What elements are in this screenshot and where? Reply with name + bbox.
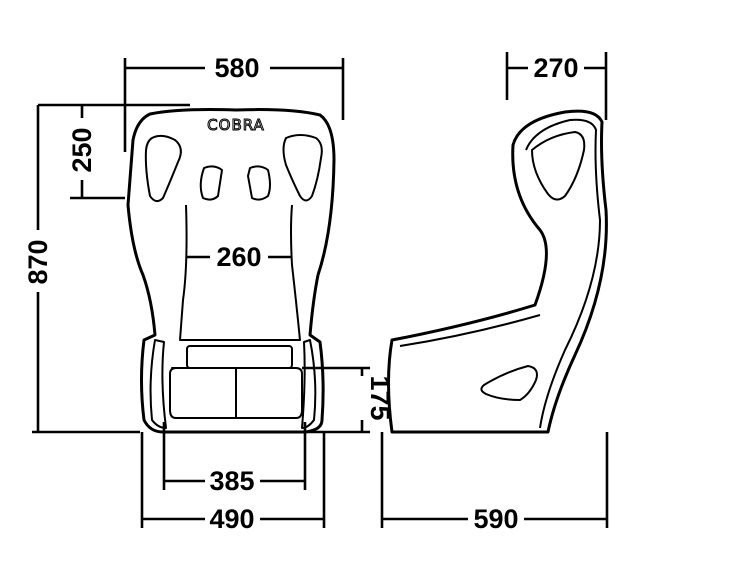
side-view <box>387 109 608 434</box>
dim-175-label: 175 <box>365 375 395 420</box>
side-lower-hole <box>480 365 538 401</box>
side-seat-edge <box>399 314 541 347</box>
front-left-wing <box>149 339 167 429</box>
brand-logo: COBRA <box>207 116 265 134</box>
front-right-shoulder-slot <box>247 165 271 201</box>
dim-590-label: 590 <box>473 504 518 534</box>
side-harness-hole <box>531 131 586 201</box>
side-inner-shell <box>525 118 601 429</box>
dim-870-label: 870 <box>23 239 53 284</box>
front-right-harness-hole <box>282 134 323 202</box>
dim-260-label: 260 <box>216 242 261 272</box>
front-right-wing <box>301 339 317 429</box>
front-left-cushion <box>169 367 237 419</box>
side-seat-outline <box>387 109 608 434</box>
dim-270-label: 270 <box>533 53 578 83</box>
dimension-lines <box>32 52 609 528</box>
dim-250-label: 250 <box>67 127 97 172</box>
dim-580-label: 580 <box>214 53 259 83</box>
front-inner-back <box>179 204 301 341</box>
front-lower-panel <box>186 345 293 369</box>
front-view: COBRA <box>126 108 336 434</box>
front-seat-outline <box>126 108 336 434</box>
front-left-shoulder-slot <box>199 165 223 201</box>
front-right-cushion <box>235 367 303 419</box>
dimension-labels: 580 250 870 260 175 385 490 270 590 <box>23 53 579 534</box>
front-left-harness-hole <box>144 134 182 202</box>
dim-490-label: 490 <box>209 504 254 534</box>
dim-385-label: 385 <box>209 466 254 496</box>
